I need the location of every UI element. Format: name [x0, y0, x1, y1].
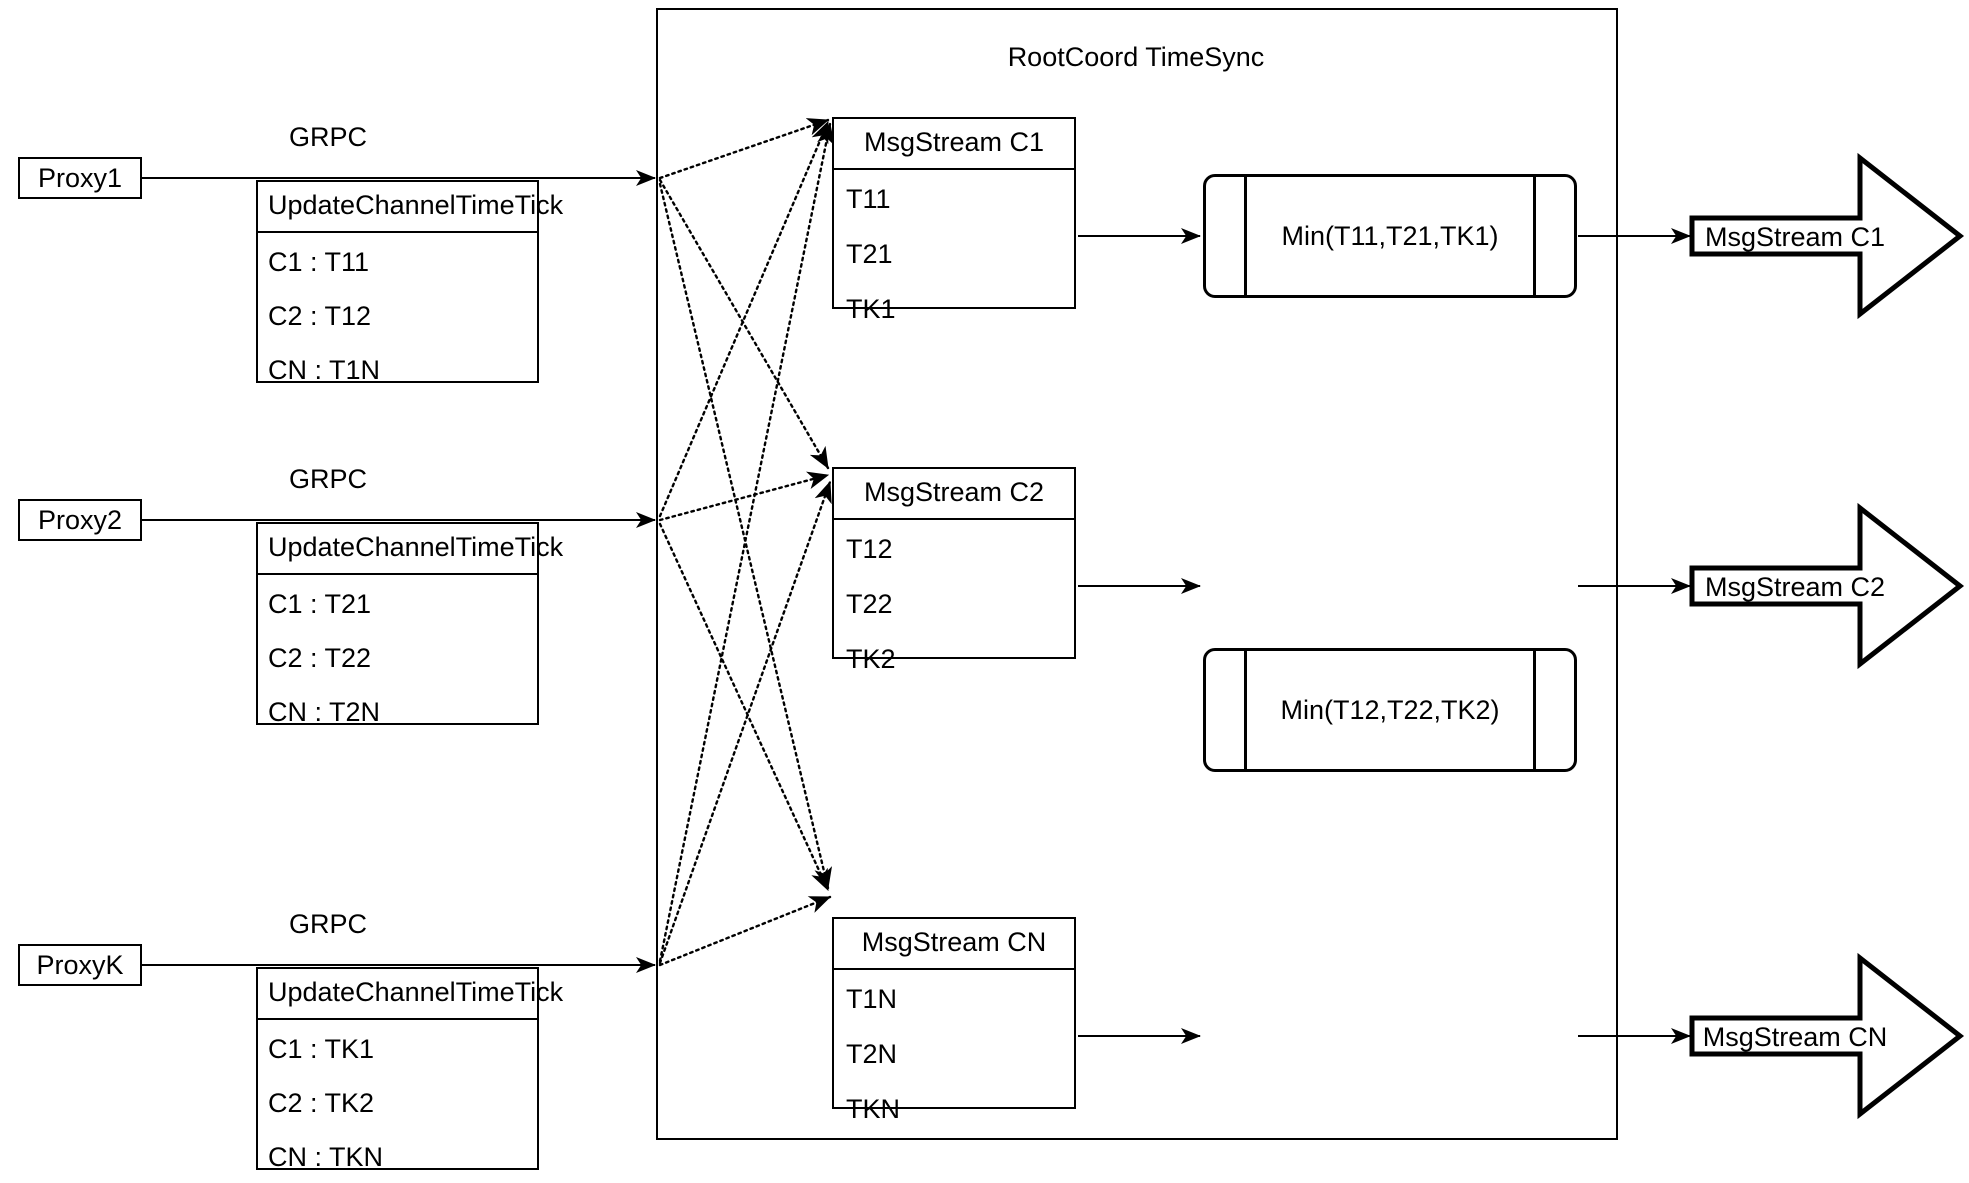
- min-process-box-c1: Min(T11,T21,TK1): [1203, 174, 1577, 298]
- update-channel-timetick-box-2: UpdateChannelTimeTick C1 : T21 C2 : T22 …: [256, 522, 563, 727]
- update-channel-timetick-title-k: UpdateChannelTimeTick: [258, 969, 563, 1020]
- grpc-label-2: GRPC: [288, 464, 367, 494]
- min-process-box-c2: Min(T12,T22,TK2): [1203, 648, 1577, 772]
- timetick-row: C1 : T11: [268, 247, 370, 277]
- msgstream-box-c1: MsgStream C1 T11 T21 TK1: [832, 117, 1076, 324]
- msgstream-box-cn: MsgStream CN T1N T2N TKN: [832, 917, 1076, 1124]
- proxy-box-1[interactable]: Proxy1: [18, 157, 142, 199]
- msgstream-row: TK1: [846, 294, 896, 324]
- output-arrow-label-c2: MsgStream C2: [1704, 572, 1886, 602]
- output-arrow-label-cn: MsgStream CN: [1702, 1022, 1888, 1052]
- msgstream-row: TKN: [846, 1094, 900, 1124]
- msgstream-row: TK2: [846, 644, 896, 674]
- timetick-row: C1 : T21: [268, 589, 372, 619]
- proxy-box-2[interactable]: Proxy2: [18, 499, 142, 541]
- min-process-label-c2: Min(T12,T22,TK2): [1280, 694, 1500, 725]
- proxy-label: Proxy1: [37, 162, 123, 193]
- timetick-row: C1 : TK1: [268, 1034, 375, 1064]
- timetick-row: C2 : T22: [268, 643, 372, 673]
- msgstream-title-c1: MsgStream C1: [834, 119, 1074, 170]
- grpc-label-1: GRPC: [288, 122, 367, 152]
- msgstream-row: T2N: [846, 1039, 898, 1069]
- rootcoord-timesync-title: RootCoord TimeSync: [1007, 42, 1265, 72]
- update-channel-timetick-box-k: UpdateChannelTimeTick C1 : TK1 C2 : TK2 …: [256, 967, 563, 1172]
- timetick-row: CN : T1N: [268, 355, 381, 385]
- msgstream-box-c2: MsgStream C2 T12 T22 TK2: [832, 467, 1076, 674]
- process-bar-right-icon: [1533, 651, 1536, 769]
- msgstream-title-cn: MsgStream CN: [834, 919, 1074, 970]
- update-channel-timetick-title-2: UpdateChannelTimeTick: [258, 524, 563, 575]
- process-bar-right-icon: [1533, 177, 1536, 295]
- process-bar-left-icon: [1244, 177, 1247, 295]
- proxy-label: ProxyK: [36, 949, 124, 980]
- timetick-row: CN : TKN: [268, 1142, 384, 1172]
- timetick-row: C2 : TK2: [268, 1088, 375, 1118]
- process-bar-left-icon: [1244, 651, 1247, 769]
- update-channel-timetick-box-1: UpdateChannelTimeTick C1 : T11 C2 : T12 …: [256, 180, 563, 385]
- output-arrow-label-c1: MsgStream C1: [1704, 222, 1886, 252]
- grpc-label-k: GRPC: [288, 909, 367, 939]
- min-process-label-c1: Min(T11,T21,TK1): [1281, 220, 1499, 251]
- timetick-row: C2 : T12: [268, 301, 372, 331]
- msgstream-row: T12: [846, 534, 893, 564]
- proxy-box-k[interactable]: ProxyK: [18, 944, 142, 986]
- timetick-row: CN : T2N: [268, 697, 381, 727]
- msgstream-row: T21: [846, 239, 893, 269]
- rootcoord-timesync-container: [656, 8, 1618, 1140]
- msgstream-row: T1N: [846, 984, 898, 1014]
- msgstream-row: T11: [846, 184, 891, 214]
- update-channel-timetick-title-1: UpdateChannelTimeTick: [258, 182, 563, 233]
- msgstream-title-c2: MsgStream C2: [834, 469, 1074, 520]
- msgstream-row: T22: [846, 589, 893, 619]
- proxy-label: Proxy2: [37, 504, 123, 535]
